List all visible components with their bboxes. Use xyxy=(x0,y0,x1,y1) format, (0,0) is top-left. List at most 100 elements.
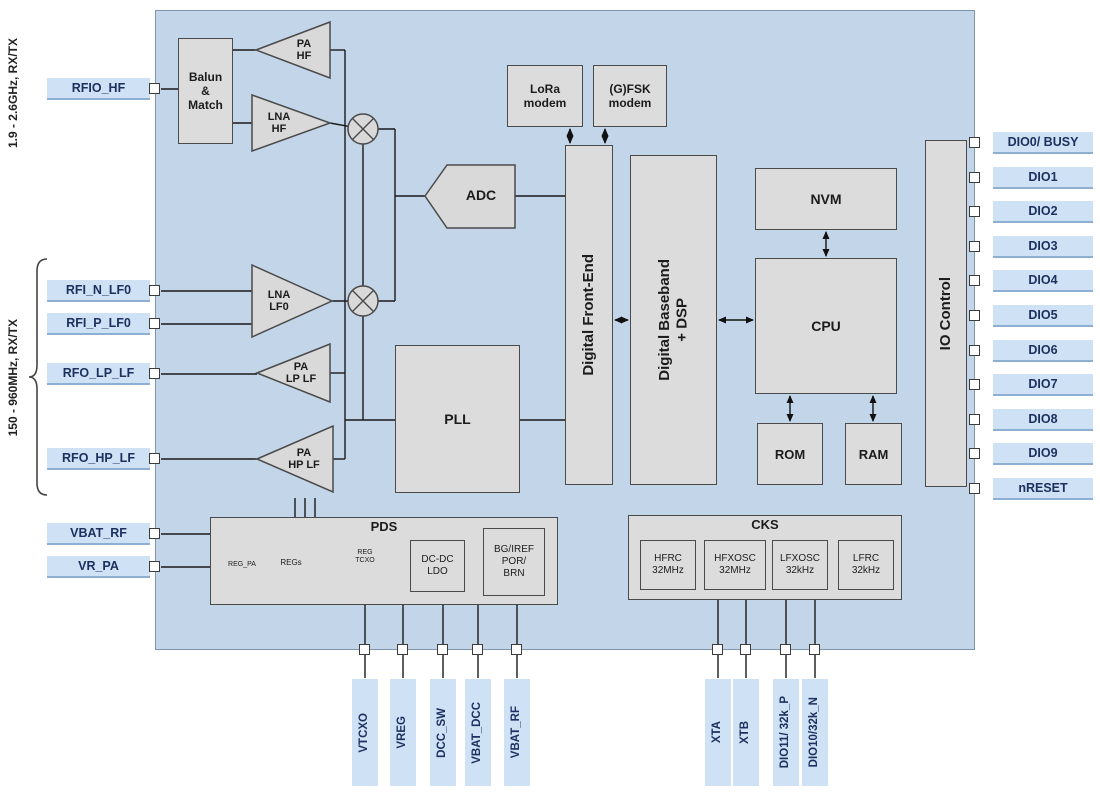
digital-front-end-block: Digital Front-End xyxy=(565,145,613,485)
cks-title: CKS xyxy=(751,517,779,532)
pin-square-nreset xyxy=(969,483,980,494)
pin-label-rfi-n-lf0: RFI_N_LF0 xyxy=(47,280,150,302)
pin-square-dio1 xyxy=(969,172,980,183)
pin-label-text: RFIO_HF xyxy=(71,81,126,95)
pin-label-dcc-sw: DCC_SW xyxy=(430,679,456,786)
gfsk-modem-block: (G)FSK modem xyxy=(593,65,667,127)
bg-iref-block: BG/IREF POR/ BRN xyxy=(483,528,545,596)
pin-square-vbat-dcc xyxy=(472,644,483,655)
lfxosc-block: LFXOSC 32kHz xyxy=(772,540,828,590)
pin-label-rfo-lp-lf: RFO_LP_LF xyxy=(47,363,150,385)
pin-label-rfo-hp-lf: RFO_HP_LF xyxy=(47,448,150,470)
pin-label-xta: XTA xyxy=(705,679,731,786)
pin-square-dcc-sw xyxy=(437,644,448,655)
pin-square-dio6 xyxy=(969,345,980,356)
pin-label-text: DIO9 xyxy=(1028,446,1058,460)
pin-label-text: VREG xyxy=(396,716,409,749)
pin-label-text: VBAT_RF xyxy=(70,526,127,540)
freq-range-lf-value: 150 - 960MHz, RX/TX xyxy=(6,319,21,437)
pin-square-rfi-p-lf0 xyxy=(149,318,160,329)
pin-square-dio7 xyxy=(969,379,980,390)
io-control-label: IO Control xyxy=(937,276,955,351)
pin-label-dio8: DIO8 xyxy=(993,409,1093,431)
baseband-dsp-label: Digital Baseband + DSP xyxy=(656,259,691,381)
ram-label: RAM xyxy=(858,446,889,462)
lfrc-block: LFRC 32kHz xyxy=(838,540,894,590)
pa-hp-lf-label: PA HP LF xyxy=(288,446,320,471)
lna-lf0-triangle xyxy=(251,263,334,339)
pin-square-xta xyxy=(712,644,723,655)
reg-pa-label: REG_PA xyxy=(228,561,256,569)
pin-label-text: DIO4 xyxy=(1028,273,1058,287)
pin-label-text: DIO7 xyxy=(1028,377,1058,391)
pin-label-text: VBAT_RF xyxy=(510,706,523,759)
freq-range-hf-value: 1.9 - 2.6GHz, RX/TX xyxy=(6,37,21,149)
pa-hf-triangle xyxy=(253,20,331,80)
lora-modem-block: LoRa modem xyxy=(507,65,583,127)
pin-square-dio9 xyxy=(969,448,980,459)
pin-label-text: RFI_P_LF0 xyxy=(66,316,131,330)
pin-label-dio1: DIO1 xyxy=(993,167,1093,189)
pin-label-text: DIO0/ BUSY xyxy=(1007,135,1079,149)
lna-hf-triangle xyxy=(251,93,333,153)
io-control-block: IO Control xyxy=(925,140,967,487)
pin-label-vbat-dcc: VBAT_DCC xyxy=(465,679,491,786)
pll-label: PLL xyxy=(444,411,471,427)
pin-square-vtcxo xyxy=(359,644,370,655)
hfxosc-block: HFXOSC 32MHz xyxy=(704,540,766,590)
pin-label-dio4: DIO4 xyxy=(993,270,1093,292)
pin-square-dio2 xyxy=(969,206,980,217)
freq-range-lf-text: 150 - 960MHz, RX/TX xyxy=(2,278,26,478)
pin-label-dio3: DIO3 xyxy=(993,236,1093,258)
rom-block: ROM xyxy=(757,423,823,485)
pin-label-vtcxo: VTCXO xyxy=(352,679,378,786)
balun-match-block: Balun & Match xyxy=(178,38,233,144)
hfrc-block: HFRC 32MHz xyxy=(640,540,696,590)
pin-label-text: DIO6 xyxy=(1028,343,1058,357)
pin-label-text: XTB xyxy=(739,721,752,744)
adc-shape xyxy=(424,164,516,229)
dcdc-ldo-label: DC-DC LDO xyxy=(421,554,454,577)
pin-label-dio6: DIO6 xyxy=(993,340,1093,362)
pin-label-dio9: DIO9 xyxy=(993,443,1093,465)
nvm-block: NVM xyxy=(755,168,897,230)
pin-label-dio0-busy: DIO0/ BUSY xyxy=(993,132,1093,154)
pin-label-text: DIO10/32k_N xyxy=(808,697,821,768)
pin-label-text: RFO_HP_LF xyxy=(62,451,135,465)
cpu-block: CPU xyxy=(755,258,897,394)
baseband-dsp-block: Digital Baseband + DSP xyxy=(630,155,717,485)
mixer-crosses xyxy=(351,117,375,313)
hfrc-label: HFRC 32MHz xyxy=(652,553,684,576)
pin-label-text: DIO1 xyxy=(1028,170,1058,184)
pin-label-vbat-rf-bottom: VBAT_RF xyxy=(504,679,530,786)
pa-lp-lf-label: PA LP LF xyxy=(285,360,317,385)
rom-label: ROM xyxy=(774,446,806,462)
gfsk-modem-label: (G)FSK modem xyxy=(608,81,652,110)
pin-label-text: VTCXO xyxy=(358,712,371,753)
lora-modem-label: LoRa modem xyxy=(523,81,567,110)
lna-hf-label: LNA HF xyxy=(267,110,291,135)
pin-label-dio10-32kn: DIO10/32k_N xyxy=(802,679,828,786)
pin-square-rfio-hf xyxy=(149,83,160,94)
pin-label-text: RFO_LP_LF xyxy=(62,366,135,380)
pa-lp-lf-triangle xyxy=(254,342,331,404)
pin-label-nreset: nRESET xyxy=(993,478,1093,500)
pin-square-dio11-32kp xyxy=(780,644,791,655)
pin-square-dio8 xyxy=(969,414,980,425)
pin-label-text: DIO2 xyxy=(1028,204,1058,218)
pa-hp-lf-triangle xyxy=(255,424,334,494)
pin-label-text: RFI_N_LF0 xyxy=(65,283,132,297)
lfrc-label: LFRC 32kHz xyxy=(851,553,881,576)
pin-square-dio3 xyxy=(969,241,980,252)
pin-square-vbat-rf xyxy=(149,528,160,539)
ram-block: RAM xyxy=(845,423,902,485)
pin-label-vreg: VREG xyxy=(390,679,416,786)
regs-label: REGs xyxy=(280,557,302,567)
adc-label: ADC xyxy=(465,187,497,204)
lfxosc-label: LFXOSC 32kHz xyxy=(779,553,820,576)
balun-match-label: Balun & Match xyxy=(188,69,223,113)
pds-title: PDS xyxy=(370,519,398,534)
pin-label-text: DIO3 xyxy=(1028,239,1058,253)
pa-hf-label: PA HF xyxy=(296,37,312,62)
